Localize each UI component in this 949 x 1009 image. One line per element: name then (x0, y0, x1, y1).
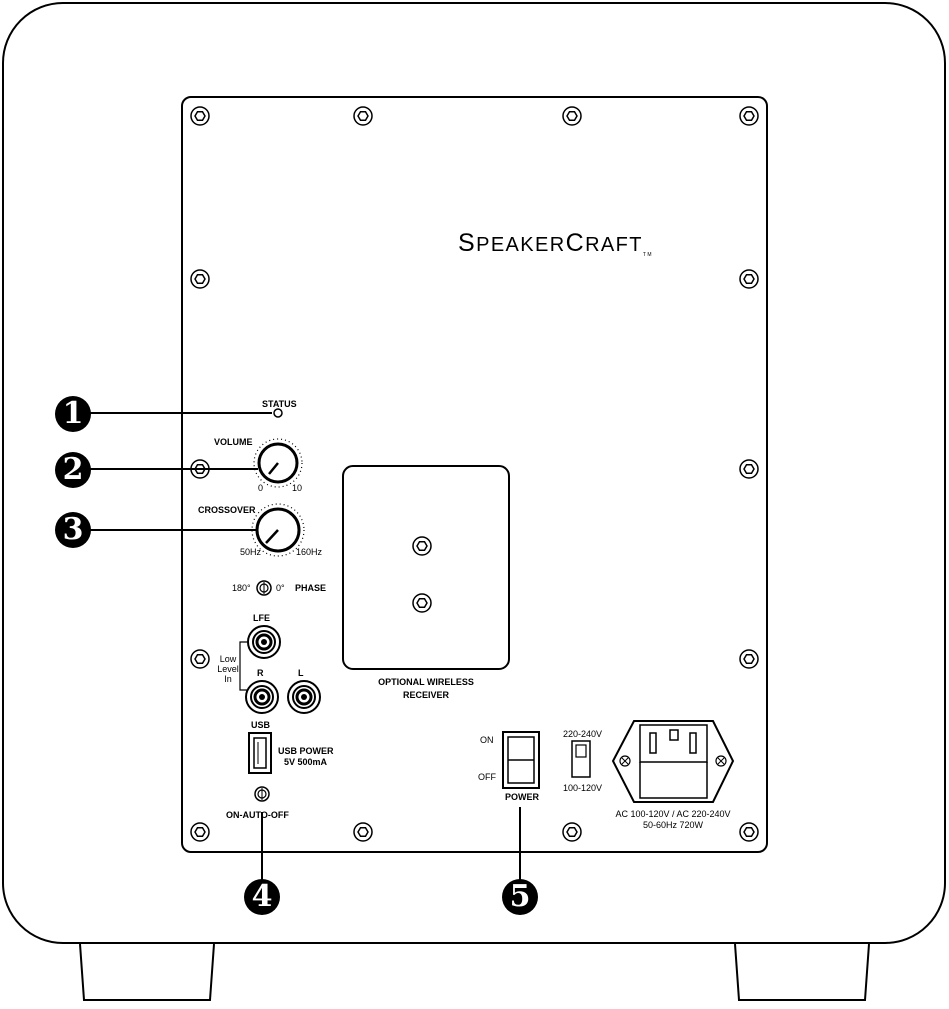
usb-power-line1: USB POWER (278, 746, 334, 756)
screw-icon (562, 822, 582, 842)
volume-max-label: 10 (292, 483, 303, 493)
status-label: STATUS (262, 399, 297, 409)
callout-3: 3 (55, 512, 91, 548)
screw-icon (412, 593, 432, 613)
phase-0-label: 0° (276, 583, 285, 593)
usb-label: USB (251, 720, 271, 730)
lfe-label: LFE (253, 613, 270, 623)
volume-min-label: 0 (258, 483, 264, 493)
callout-1: 1 (55, 396, 91, 432)
phase-label: PHASE (295, 583, 327, 593)
screw-icon (190, 649, 210, 669)
volume-knob (253, 438, 303, 488)
callout-5: 5 (502, 879, 538, 915)
callout-2: 2 (55, 452, 91, 488)
callout-4: 4 (244, 879, 280, 915)
phase-180-label: 180° (232, 583, 251, 593)
left-input-jack (286, 679, 322, 715)
low-level-in-label: Low Level In (217, 654, 239, 684)
wireless-label-line2: RECEIVER (402, 690, 449, 700)
left-foot (79, 943, 215, 1001)
right-input-label: R (257, 668, 264, 678)
crossover-label: CROSSOVER (198, 505, 256, 515)
power-on-label: ON (480, 735, 494, 745)
usb-power-line2: 5V 500mA (284, 757, 328, 767)
screw-icon (353, 822, 373, 842)
screw-icon (190, 269, 210, 289)
low-level-bracket (239, 641, 247, 691)
screw-icon (739, 269, 759, 289)
lfe-input-jack (246, 624, 282, 660)
usb-port (248, 732, 272, 774)
ac-rating-line1: AC 100-120V / AC 220-240V (615, 809, 731, 819)
ac-rating-line2: 50-60Hz 720W (642, 820, 704, 830)
auto-on-label: ON-AUTO-OFF (226, 810, 289, 820)
brand-logo: SPEAKERCRAFTTM (458, 229, 653, 258)
ac-inlet (611, 720, 735, 803)
screw-icon (190, 822, 210, 842)
power-label: POWER (505, 792, 540, 802)
volume-label: VOLUME (214, 437, 253, 447)
power-off-label: OFF (478, 772, 496, 782)
wireless-receiver-bay (342, 465, 510, 670)
screw-icon (562, 106, 582, 126)
voltage-selector (571, 740, 591, 778)
right-foot (734, 943, 870, 1001)
crossover-knob (251, 503, 305, 557)
wireless-label-line1: OPTIONAL WIRELESS (378, 677, 474, 687)
crossover-min-label: 50Hz (240, 547, 262, 557)
screw-icon (739, 106, 759, 126)
phase-switch (256, 580, 272, 596)
left-input-label: L (298, 668, 304, 678)
voltage-high-label: 220-240V (563, 729, 603, 739)
screw-icon (190, 106, 210, 126)
voltage-low-label: 100-120V (563, 783, 603, 793)
screw-icon (739, 649, 759, 669)
status-led (273, 408, 283, 418)
auto-on-switch (254, 786, 270, 802)
crossover-max-label: 160Hz (296, 547, 323, 557)
screw-icon (739, 459, 759, 479)
right-input-jack (244, 679, 280, 715)
power-switch (502, 731, 540, 789)
screw-icon (353, 106, 373, 126)
screw-icon (412, 536, 432, 556)
